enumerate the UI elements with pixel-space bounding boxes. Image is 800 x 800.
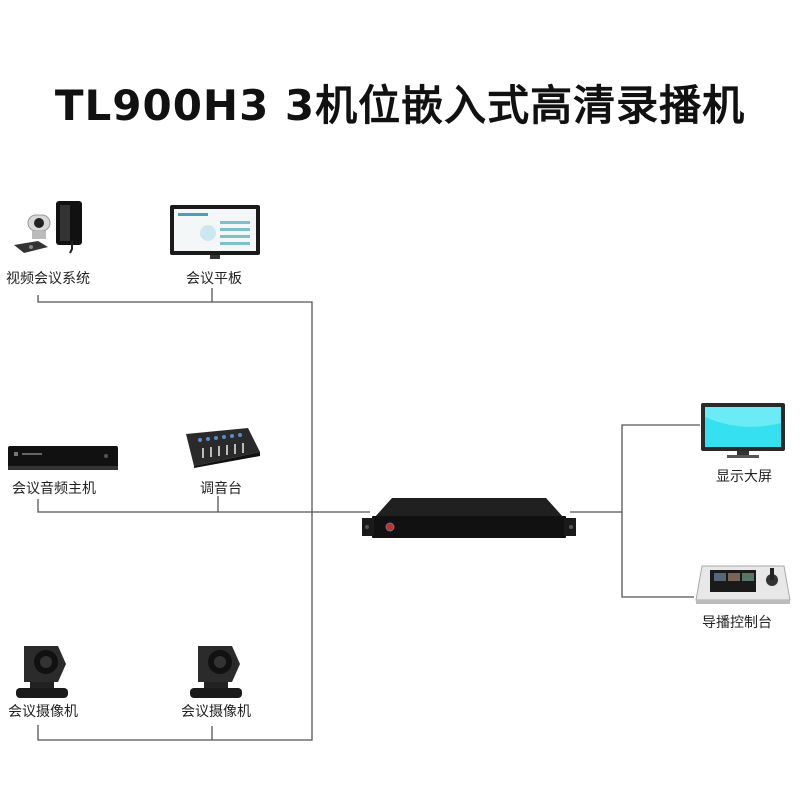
conference-tablet-icon: [170, 205, 260, 260]
video-conference-system-icon: [12, 197, 92, 257]
audio-host-label: 会议音频主机: [12, 478, 96, 498]
audio-host-icon: [8, 444, 118, 472]
video-conference-system-label: 视频会议系统: [6, 268, 90, 288]
display-screen-label: 显示大屏: [716, 466, 772, 486]
director-console-icon: [694, 560, 792, 606]
camera-2-icon: [188, 642, 244, 700]
camera-1-icon: [14, 642, 70, 700]
mixer-label: 调音台: [200, 478, 242, 498]
mixer-icon: [180, 426, 262, 468]
conference-tablet-label: 会议平板: [186, 268, 242, 288]
recorder-device-icon: [362, 496, 576, 540]
director-console-label: 导播控制台: [702, 612, 772, 632]
camera-2-label: 会议摄像机: [181, 701, 251, 721]
display-screen-icon: [701, 403, 785, 459]
camera-1-label: 会议摄像机: [8, 701, 78, 721]
